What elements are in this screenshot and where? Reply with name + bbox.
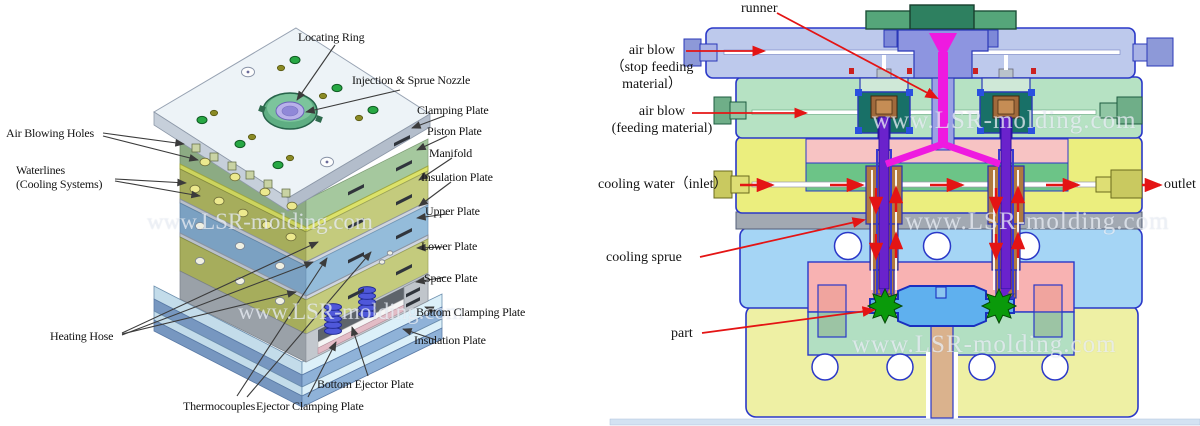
flow-arrows (740, 177, 1163, 261)
locating-ring-3d (258, 92, 323, 130)
mold-cross-section-view (609, 4, 1200, 426)
leader-lines-right (686, 12, 939, 334)
label-runner: runner (741, 1, 778, 16)
seal-dots (849, 68, 1036, 74)
label-insulation-plate-top: Insulation Plate (421, 170, 493, 184)
label-part: part (671, 326, 693, 341)
label-thermocouples: Thermocouples (183, 399, 256, 413)
label-clamping-plate: Clamping Plate (417, 103, 489, 117)
label-waterlines: Waterlines (Cooling Systems) (16, 163, 103, 192)
mold-base-plates (153, 285, 443, 408)
label-bottom-ejector-plate: Bottom Ejector Plate (317, 377, 414, 391)
label-air-blow-feed: air blow (feeding material) (611, 104, 713, 136)
air-blowing-holes-3d (191, 143, 291, 198)
air-feed-fittings (713, 96, 1143, 125)
runner-system (884, 29, 1002, 168)
bottom-plate-holes (811, 353, 1069, 381)
watermark-text: www.LSR-molding.com (147, 209, 373, 234)
part-right (980, 287, 1018, 325)
part-cavity (869, 285, 1015, 327)
center-ejector-pin (930, 313, 954, 419)
label-ejector-clamping-plate: Ejector Clamping Plate (256, 399, 364, 413)
runner-branches (884, 140, 1002, 168)
label-manifold: Manifold (429, 146, 473, 160)
label-heating-hose: Heating Hose (50, 329, 114, 343)
cooling-water-fittings (713, 169, 1143, 199)
cooling-water-channel (751, 181, 1097, 188)
label-space-plate: Space Plate (424, 271, 478, 285)
watermark-text: www.LSR-molding.com (905, 208, 1170, 235)
label-upper-plate: Upper Plate (425, 204, 480, 218)
valve-assembly-left (855, 55, 913, 139)
label-air-blow-stop: air blow （stop feeding material） (610, 43, 694, 92)
watermark-text: www.LSR-molding.com (238, 299, 464, 324)
label-air-blowing-holes: Air Blowing Holes (6, 126, 94, 140)
label-locating-ring: Locating Ring (298, 30, 365, 44)
air-stop-fittings (683, 37, 1174, 67)
label-outlet: outlet (1164, 177, 1196, 192)
watermark-text: www.LSR-molding.com (852, 331, 1117, 358)
molded-parts (866, 287, 1018, 325)
label-bottom-clamping-plate: Bottom Clamping Plate (416, 305, 526, 319)
label-cooling-sprue: cooling sprue (606, 250, 682, 265)
label-piston-plate: Piston Plate (427, 124, 482, 138)
bottom-base-strip (609, 418, 1200, 426)
label-insulation-plate-bottom: Insulation Plate (414, 333, 486, 347)
label-lower-plate: Lower Plate (421, 239, 478, 253)
side-slot-marks (348, 135, 420, 308)
top-plate-bolts (196, 55, 379, 170)
label-cooling-water-inlet: cooling water（inlet） (598, 177, 728, 192)
sprue-bushing-top (909, 4, 975, 30)
part-left (866, 287, 904, 325)
guide-pillars (817, 284, 1063, 338)
label-injection-sprue-nozzle: Injection & Sprue Nozzle (352, 73, 471, 87)
runner-funnel (929, 33, 957, 52)
watermark-text: www.LSR-molding.com (872, 107, 1137, 134)
ejector-springs (324, 286, 376, 335)
leader-lines-left (102, 44, 453, 398)
runner-channel (938, 52, 948, 146)
